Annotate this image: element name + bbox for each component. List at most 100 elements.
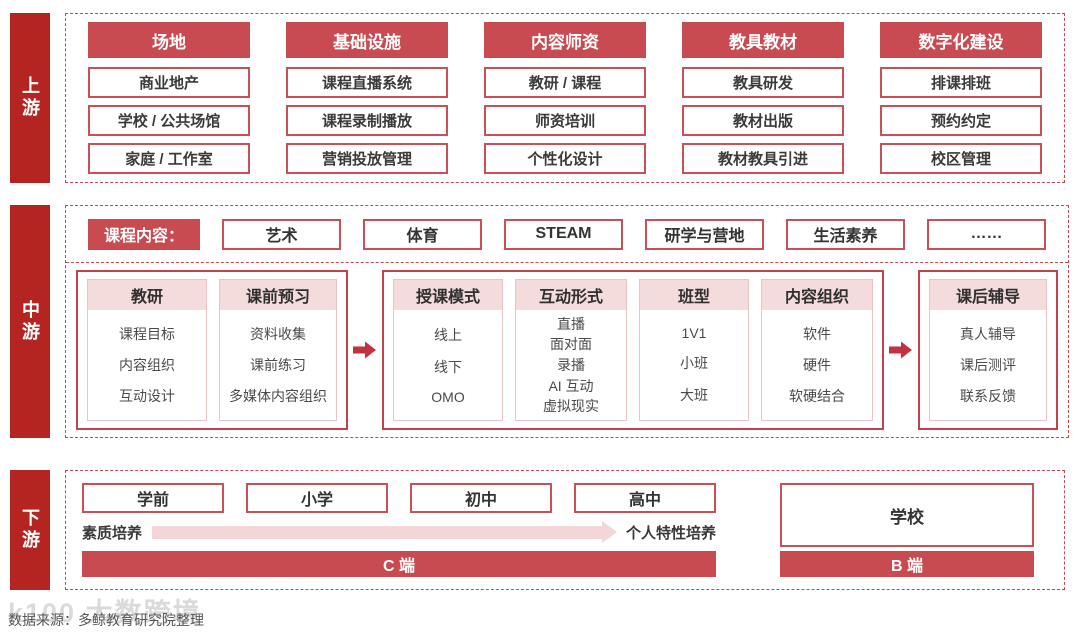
stage-box-primary: 小学 (246, 483, 388, 513)
flow-column-teaching-mode: 授课模式 线上 线下 OMO (393, 279, 503, 421)
column-header: 基础设施 (286, 22, 448, 58)
midstream-dashed-box: 课程内容： 艺术 体育 STEAM 研学与营地 生活素养 …… 教研 课程目标 … (65, 205, 1069, 438)
flow-item: 软件 (803, 326, 831, 342)
data-source-note: 数据来源：多鲸教育研究院整理 (8, 612, 204, 628)
flow-column-header: 内容组织 (762, 280, 872, 310)
upstream-column-digitalization: 数字化建设 排课排班 预约约定 校区管理 (880, 22, 1042, 174)
course-content-row: 课程内容： 艺术 体育 STEAM 研学与营地 生活素养 …… (66, 206, 1068, 263)
upstream-side-label: 上游 (10, 13, 50, 183)
flow-column-items: 1V1 小班 大班 (640, 310, 748, 420)
column-header: 数字化建设 (880, 22, 1042, 58)
flow-column-header: 班型 (640, 280, 748, 310)
flow-item: 线上 (434, 327, 462, 343)
upstream-dashed-box: 场地 商业地产 学校 / 公共场馆 家庭 / 工作室 基础设施 课程直播系统 课… (65, 13, 1065, 183)
course-category-more: …… (927, 218, 1046, 250)
stage-box-junior: 初中 (410, 483, 552, 513)
flow-item: 真人辅导 (960, 326, 1016, 342)
column-item: 教具研发 (682, 67, 844, 98)
growth-arrow-icon (152, 520, 617, 543)
flow-item: 课程目标 (119, 326, 175, 342)
flow-group-teaching: 授课模式 线上 线下 OMO 互动形式 直播 面对面 录播 AI 互动 虚拟现实 (382, 270, 884, 430)
school-stage-row: 学前 小学 初中 高中 (82, 483, 716, 513)
flow-column-header: 互动形式 (516, 280, 626, 310)
flow-column-header: 课后辅导 (930, 280, 1046, 310)
course-category: 研学与营地 (645, 218, 764, 250)
column-item: 课程直播系统 (286, 67, 448, 98)
flow-column-items: 资料收集 课前练习 多媒体内容组织 (220, 310, 336, 420)
flow-item: 录播 (557, 356, 585, 373)
column-item: 师资培训 (484, 105, 646, 136)
flow-group-after-class: 课后辅导 真人辅导 课后测评 联系反馈 (918, 270, 1058, 430)
b-side-bar: B 端 (780, 551, 1034, 577)
flow-column-items: 课程目标 内容组织 互动设计 (88, 310, 206, 420)
midstream-section: 中游 课程内容： 艺术 体育 STEAM 研学与营地 生活素养 …… 教研 课程… (10, 205, 1069, 438)
flow-column-header: 教研 (88, 280, 206, 310)
right-arrow-icon (889, 340, 913, 360)
flow-column-header: 授课模式 (394, 280, 502, 310)
flow-item: 互动设计 (119, 388, 175, 404)
upstream-column-content-teachers: 内容师资 教研 / 课程 师资培训 个性化设计 (484, 22, 646, 174)
upstream-column-teaching-materials: 教具教材 教具研发 教材出版 教材教具引进 (682, 22, 844, 174)
flow-item: 直播 (557, 315, 585, 332)
flow-column-items: 线上 线下 OMO (394, 310, 502, 420)
column-item: 排课排班 (880, 67, 1042, 98)
consumer-side: 学前 小学 初中 高中 素质培养 个人特性培养 C 端 (82, 483, 716, 577)
column-item: 教研 / 课程 (484, 67, 646, 98)
growth-axis: 素质培养 个人特性培养 (82, 513, 716, 551)
flow-item: 课前练习 (250, 357, 306, 373)
course-category: 艺术 (222, 218, 341, 250)
right-arrow-icon (353, 340, 377, 360)
flow-column-items: 软件 硬件 软硬结合 (762, 310, 872, 420)
flow-column-items: 直播 面对面 录播 AI 互动 虚拟现实 (516, 310, 626, 420)
stage-box-senior: 高中 (574, 483, 716, 513)
column-item: 个性化设计 (484, 143, 646, 174)
flow-column-header: 课前预习 (220, 280, 336, 310)
upstream-section: 上游 场地 商业地产 学校 / 公共场馆 家庭 / 工作室 基础设施 课程直播系… (10, 13, 1065, 183)
upstream-grid: 场地 商业地产 学校 / 公共场馆 家庭 / 工作室 基础设施 课程直播系统 课… (66, 14, 1064, 182)
column-item: 课程录制播放 (286, 105, 448, 136)
course-category: 生活素养 (786, 218, 905, 250)
flow-item: 面对面 (550, 336, 592, 353)
school-box: 学校 (780, 483, 1034, 547)
process-flow-row: 教研 课程目标 内容组织 互动设计 课前预习 资料收集 课前练习 多媒体内容组织 (66, 263, 1068, 437)
flow-item: 软硬结合 (789, 388, 845, 404)
flow-item: OMO (431, 389, 465, 405)
flow-column-items: 真人辅导 课后测评 联系反馈 (930, 310, 1046, 420)
flow-item: 课后测评 (960, 357, 1016, 373)
flow-item: 小班 (680, 355, 708, 371)
flow-column-content-organization: 内容组织 软件 硬件 软硬结合 (761, 279, 873, 421)
c-side-bar: C 端 (82, 551, 716, 577)
course-category: 体育 (363, 218, 482, 250)
flow-column-interaction: 互动形式 直播 面对面 录播 AI 互动 虚拟现实 (515, 279, 627, 421)
upstream-column-infrastructure: 基础设施 课程直播系统 课程录制播放 营销投放管理 (286, 22, 448, 174)
column-item: 学校 / 公共场馆 (88, 105, 250, 136)
column-item: 营销投放管理 (286, 143, 448, 174)
upstream-column-venue: 场地 商业地产 学校 / 公共场馆 家庭 / 工作室 (88, 22, 250, 174)
flow-item: 联系反馈 (960, 388, 1016, 404)
growth-right-label: 个人特性培养 (625, 524, 716, 542)
flow-item: 硬件 (803, 357, 831, 373)
downstream-dashed-box: 学前 小学 初中 高中 素质培养 个人特性培养 C 端 学校 B 端 (65, 470, 1065, 590)
column-header: 教具教材 (682, 22, 844, 58)
flow-column-tutoring: 课后辅导 真人辅导 课后测评 联系反馈 (929, 279, 1047, 421)
flow-item: 内容组织 (119, 357, 175, 373)
flow-item: 多媒体内容组织 (229, 388, 327, 404)
column-header: 场地 (88, 22, 250, 58)
column-item: 校区管理 (880, 143, 1042, 174)
flow-item: 线下 (434, 359, 462, 375)
flow-column-preview: 课前预习 资料收集 课前练习 多媒体内容组织 (219, 279, 337, 421)
downstream-section: 下游 学前 小学 初中 高中 素质培养 个人特性培养 C 端 学校 B 端 (10, 470, 1065, 590)
column-item: 教材教具引进 (682, 143, 844, 174)
column-item: 教材出版 (682, 105, 844, 136)
business-side: 学校 B 端 (780, 483, 1034, 577)
growth-left-label: 素质培养 (82, 524, 143, 542)
flow-item: 资料收集 (250, 326, 306, 342)
flow-column-class-type: 班型 1V1 小班 大班 (639, 279, 749, 421)
course-content-label: 课程内容： (88, 218, 200, 250)
flow-item: 大班 (680, 387, 708, 403)
flow-item: 虚拟现实 (543, 398, 599, 415)
column-header: 内容师资 (484, 22, 646, 58)
column-item: 家庭 / 工作室 (88, 143, 250, 174)
flow-group-preparation: 教研 课程目标 内容组织 互动设计 课前预习 资料收集 课前练习 多媒体内容组织 (76, 270, 348, 430)
stage-box-preschool: 学前 (82, 483, 224, 513)
